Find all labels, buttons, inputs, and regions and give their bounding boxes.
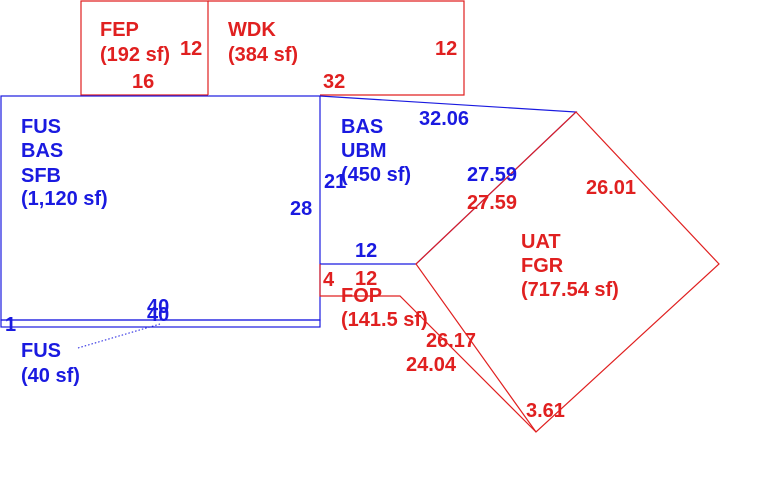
fep-size: (192 sf) [100, 44, 170, 66]
fus-main-line1: FUS [21, 116, 61, 138]
wdk-outline [208, 0, 465, 96]
fus-main-size: (1,120 sf) [21, 188, 108, 210]
bas-ubm-size: (450 sf) [341, 164, 411, 186]
dim-fop-top: 12 [355, 268, 377, 290]
dim-uat-shared-blue: 27.59 [467, 164, 517, 186]
fus-main-line2: BAS [21, 140, 63, 162]
dim-bas-bottom: 12 [355, 240, 377, 262]
fop-outline [319, 264, 537, 433]
dim-fep-bottom: 16 [132, 71, 154, 93]
dim-fop-diag-lower: 24.04 [406, 354, 457, 376]
dimension-labels: 12 16 12 32 32.06 21 28 12 27.59 27.59 2… [5, 38, 636, 422]
fus-small-leader [77, 323, 161, 349]
dim-fus-right: 28 [290, 198, 312, 220]
dim-wdk-bottom: 32 [323, 71, 345, 93]
dim-bas-left: 21 [324, 171, 346, 193]
uat-fgr-outline [415, 111, 720, 433]
fop-code: FOP [341, 285, 382, 307]
fep-code: FEP [100, 19, 139, 41]
bas-ubm-line1: BAS [341, 116, 383, 138]
dim-uat-upper-right: 26.01 [586, 177, 636, 199]
dim-uat-bottom: 3.61 [526, 400, 565, 422]
wdk-code: WDK [228, 19, 276, 41]
uat-fgr-line2: FGR [521, 255, 564, 277]
dim-bas-top: 32.06 [419, 108, 469, 130]
bas-ubm-line2: UBM [341, 140, 387, 162]
dim-strip-top: 40 [147, 296, 169, 318]
fus-small-size: (40 sf) [21, 365, 80, 387]
dim-uat-shared-red: 27.59 [467, 192, 517, 214]
dim-fep-right: 12 [180, 38, 202, 60]
area-labels: FEP (192 sf) WDK (384 sf) FUS BAS SFB (1… [21, 19, 619, 387]
wdk-size: (384 sf) [228, 44, 298, 66]
dim-wdk-right: 12 [435, 38, 457, 60]
area-outlines [0, 0, 720, 433]
dim-fop-left: 4 [323, 269, 335, 291]
dim-strip-left: 1 [5, 314, 16, 336]
fus-strip-outline [0, 319, 321, 328]
fop-size: (141.5 sf) [341, 309, 428, 331]
dim-strip-bottom: 40 [147, 304, 169, 326]
uat-fgr-line1: UAT [521, 231, 561, 253]
fus-main-line3: SFB [21, 165, 61, 187]
fep-outline [80, 0, 209, 96]
uat-fgr-size: (717.54 sf) [521, 279, 619, 301]
fus-small-code: FUS [21, 340, 61, 362]
dim-fop-diag-upper: 26.17 [426, 330, 476, 352]
